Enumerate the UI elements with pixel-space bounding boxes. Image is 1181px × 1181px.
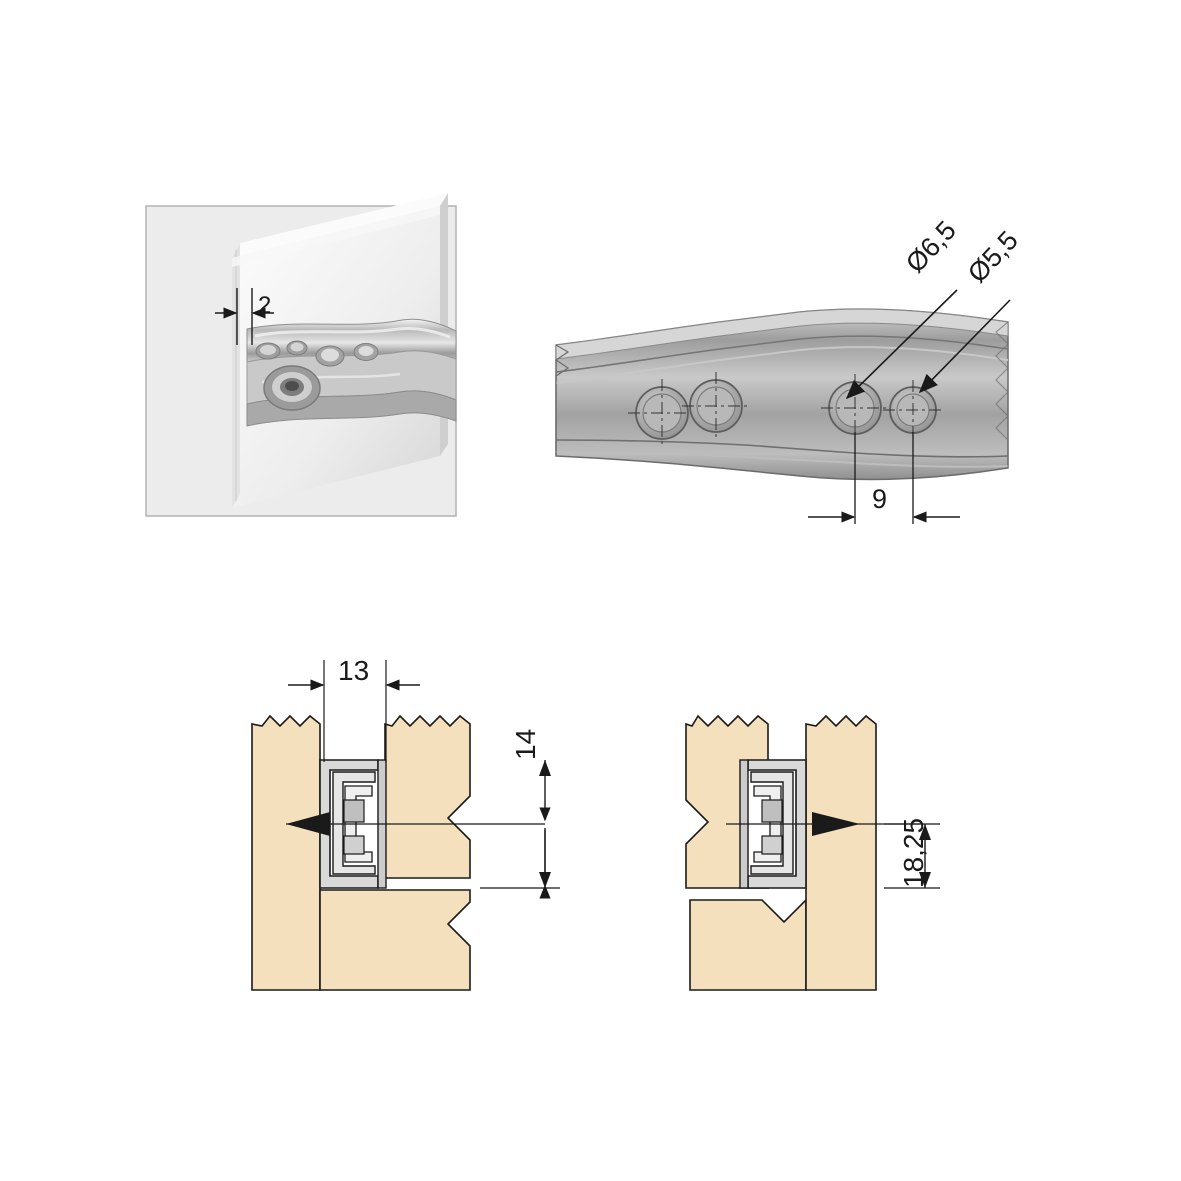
- photo-panel: [145, 193, 457, 517]
- dimension-13: [288, 660, 420, 762]
- dimension-label-1825: 18,25: [898, 817, 929, 888]
- dimension-label-2: 2: [258, 292, 272, 319]
- profile-panel: [554, 289, 1011, 524]
- dimension-9: [808, 432, 960, 524]
- dimension-2: [215, 288, 274, 345]
- dimension-1825: [884, 823, 940, 889]
- hole-pair-right: [821, 374, 943, 442]
- dimension-label-13: 13: [338, 655, 370, 686]
- hole-pair-left: [628, 372, 750, 447]
- diameter-leaders: [845, 289, 1011, 400]
- dimension-label-14: 14: [510, 728, 541, 760]
- section-right: [685, 714, 940, 991]
- dimension-label-9: 9: [872, 484, 888, 514]
- centre-axis-left: [286, 812, 545, 836]
- drawer-runner-photo: [246, 318, 457, 427]
- dimension-14: [480, 760, 560, 899]
- section-left: [251, 660, 560, 991]
